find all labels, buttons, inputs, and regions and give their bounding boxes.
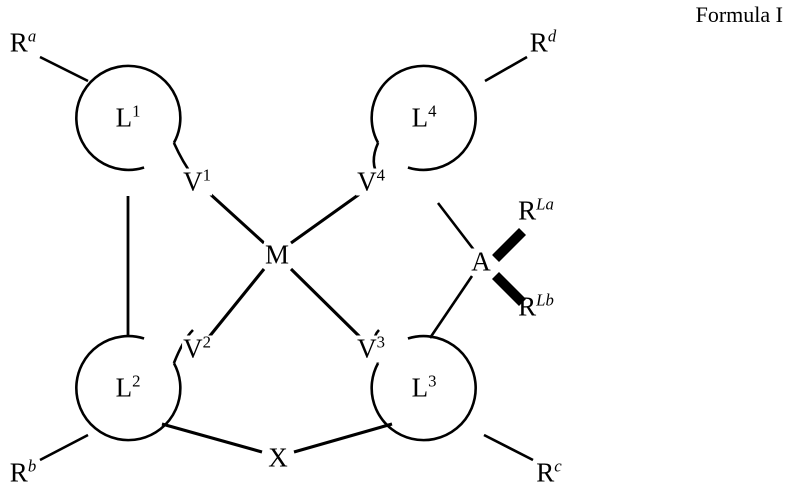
bond-L2-X	[161, 422, 263, 454]
formula-title: Formula I	[695, 2, 783, 27]
substituent-label-Rc: Rc	[536, 456, 562, 488]
ring-label-L3: L3	[411, 371, 437, 403]
vertex-label-V2: V2	[182, 332, 212, 364]
vertex-label-V4: V4	[356, 165, 386, 197]
ring-arc-L3	[370, 334, 477, 442]
vertex-label-V1: V1	[182, 165, 212, 197]
bond-A-L3	[428, 275, 474, 339]
substituent-label-Ra: Ra	[9, 26, 37, 58]
bond-M-V4	[290, 191, 362, 245]
substituent-label-RLa: RLa	[518, 194, 554, 226]
bold-wedge-bond-A-RLa	[492, 228, 526, 262]
vertex-label-A: A	[470, 246, 492, 277]
bond-X-L3	[293, 422, 393, 454]
bond-Rc-L3	[483, 433, 534, 462]
vertex-label-X: X	[267, 442, 289, 473]
ring-label-L2: L2	[115, 371, 141, 403]
bond-M-V2	[207, 268, 266, 338]
vertex-label-V3: V3	[356, 332, 386, 364]
bond-Ra-L1	[39, 55, 89, 83]
ring-label-L4: L4	[411, 101, 437, 133]
bond-Rb-L2	[39, 433, 89, 462]
bond-V1-M	[207, 191, 266, 245]
substituent-label-RLb: RLb	[518, 290, 554, 322]
bond-Rd-L4	[484, 55, 528, 83]
vertex-label-M: M	[263, 239, 291, 270]
bold-wedge-bond-A-RLb	[492, 272, 526, 306]
substituent-label-Rb: Rb	[9, 456, 37, 488]
substituent-label-Rd: Rd	[529, 26, 557, 58]
bond-L4-A	[436, 202, 476, 251]
ring-arc-L4	[370, 64, 477, 172]
ring-arc-L2	[75, 334, 182, 442]
ring-label-L1: L1	[115, 101, 141, 133]
ring-arc-L1	[75, 64, 182, 172]
bond-M-V3	[289, 267, 362, 339]
